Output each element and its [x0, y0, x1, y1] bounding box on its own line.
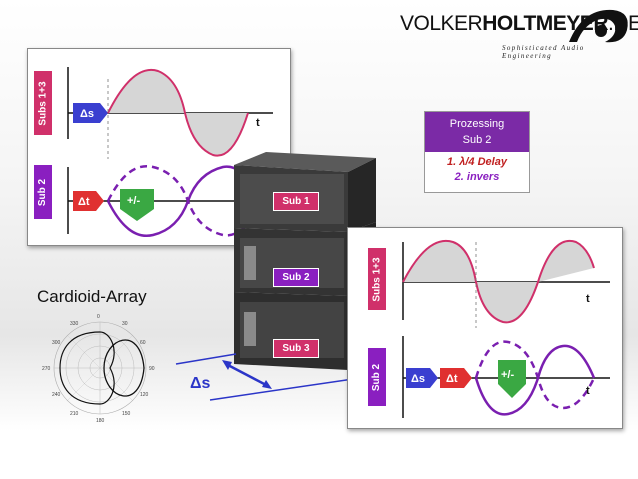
brand-logo: VOLKERHOLTMEYER.DE Sophisticated Audio E…	[400, 6, 638, 60]
wave-fill-neg	[185, 113, 248, 156]
distance-line-2	[209, 377, 361, 401]
polarity-tag-bottom	[498, 360, 526, 398]
cabinet-2-handle	[244, 246, 256, 280]
delta-t-tag-label: Δt	[78, 196, 90, 208]
brand-mark-icon	[569, 9, 628, 43]
solid-wave-sub2-bottom	[474, 344, 596, 416]
solid-wave-sub2	[106, 165, 265, 238]
distance-label: Δs	[190, 375, 211, 392]
polarity-tag	[120, 189, 154, 221]
polar-tick-330: 330	[70, 321, 79, 327]
waveform-plot-bottom: t Δs Δt +/- t	[402, 239, 610, 418]
delta-s-tag	[73, 103, 108, 123]
delta-t-tag	[73, 191, 104, 211]
axis-label-t-row2-bottom: t	[586, 385, 590, 397]
polar-tick-270: 270	[42, 366, 51, 372]
axis-label-t-row1-bottom: t	[586, 293, 590, 305]
sine-wave-subs-1-3-bottom	[402, 239, 595, 324]
polar-tick-120: 120	[140, 392, 149, 398]
polar-tick-240: 240	[52, 392, 61, 398]
cardioid-pattern	[59, 331, 115, 405]
cardioid-polar-plot: 0 30 60 90 120 150 180 210 240 270 300 3…	[42, 314, 155, 424]
polar-tick-150: 150	[122, 411, 131, 417]
delta-t-tag-bottom	[440, 368, 472, 388]
cardioid-curve	[103, 339, 145, 397]
polar-tick-300: 300	[52, 340, 61, 346]
distance-indicator	[175, 353, 361, 401]
row-label-subs-1-3: Subs 1+3	[34, 71, 52, 135]
cabinet-label-sub-2: Sub 2	[273, 268, 319, 287]
axis-label-t-row1: t	[256, 117, 260, 129]
polar-tick-180: 180	[96, 418, 105, 424]
wave-fill-pos-bottom	[403, 240, 476, 282]
polarity-tag-label: +/-	[127, 195, 140, 207]
waveform-panel-top: Subs 1+3 Sub 2 Δs t Δt +/-	[27, 48, 291, 246]
polarity-tag-bottom-label: +/-	[501, 369, 514, 381]
row-label-subs-1-3-bottom: Subs 1+3	[368, 248, 386, 310]
distance-arrow-shaft	[225, 362, 269, 388]
delta-t-tag-bottom-label: Δt	[446, 373, 458, 385]
polar-tick-90: 90	[149, 366, 155, 372]
processing-steps: 1. λ/4 Delay 2. invers	[447, 156, 507, 183]
processing-box: Prozessing Sub 2 1. λ/4 Delay 2. invers	[424, 111, 530, 193]
distance-line-1	[175, 353, 237, 365]
delta-s-tag-bottom-label: Δs	[411, 373, 425, 385]
arrow-head-start-icon	[222, 360, 232, 370]
cabinet-top	[234, 152, 376, 172]
wave-fill-pos2-bottom	[538, 240, 594, 282]
arrow-head-end-icon	[262, 380, 272, 389]
polar-tick-30: 30	[122, 321, 128, 327]
delta-s-tag-label: Δs	[80, 108, 94, 120]
row-label-sub-2-bottom: Sub 2	[368, 348, 386, 406]
processing-header: Prozessing Sub 2	[425, 112, 529, 152]
diagram-caption: Cardioid-Array	[37, 287, 147, 306]
cabinet-3-handle	[244, 312, 256, 346]
waveform-panel-bottom: Subs 1+3 Sub 2 t Δs Δt +/- t	[347, 227, 623, 429]
polar-axis-d2	[66, 334, 134, 402]
brand-tagline: Sophisticated Audio Engineering	[502, 44, 585, 60]
sine-wave-subs-1-3	[107, 68, 249, 157]
polar-tick-0: 0	[97, 314, 100, 320]
polar-tick-210: 210	[70, 411, 79, 417]
delta-s-tag-bottom	[406, 368, 438, 388]
cabinet-label-sub-1: Sub 1	[273, 192, 319, 211]
cabinet-label-sub-3: Sub 3	[273, 339, 319, 358]
row-label-sub-2: Sub 2	[34, 165, 52, 219]
polar-tick-60: 60	[140, 340, 146, 346]
wave-fill-pos	[108, 69, 185, 113]
cabinet-1-side	[348, 158, 376, 232]
waveform-plot-top: Δs t Δt +/-	[67, 67, 273, 238]
